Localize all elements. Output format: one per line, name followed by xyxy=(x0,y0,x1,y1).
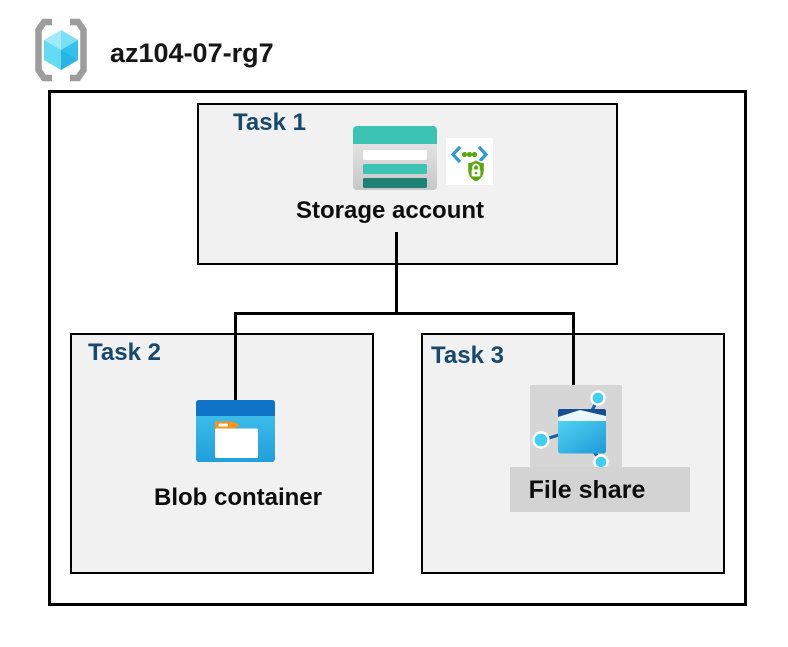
resource-group-icon xyxy=(35,18,87,82)
task1-label: Task 1 xyxy=(233,109,306,136)
resource-group-name: az104-07-rg7 xyxy=(110,38,274,68)
connector-to-blob xyxy=(234,312,237,402)
storage-account-icon xyxy=(353,126,437,190)
connector-horizontal xyxy=(234,312,575,315)
code-chevrons-shield-lock-icon xyxy=(450,145,489,183)
file-share-label: File share xyxy=(528,476,646,504)
task3-label: Task 3 xyxy=(431,342,504,369)
connector-to-fileshare xyxy=(572,312,575,388)
storage-account-label: Storage account xyxy=(295,197,485,224)
task2-label: Task 2 xyxy=(88,339,161,366)
sas-icon-tile xyxy=(446,138,493,185)
blob-container-label: Blob container xyxy=(153,484,322,511)
file-share-icon xyxy=(532,390,609,470)
blob-container-icon xyxy=(196,400,275,462)
connector-storage-stem xyxy=(395,232,398,314)
resource-group-header: az104-07-rg7 xyxy=(32,17,432,83)
file-share-label-bg xyxy=(510,467,690,512)
